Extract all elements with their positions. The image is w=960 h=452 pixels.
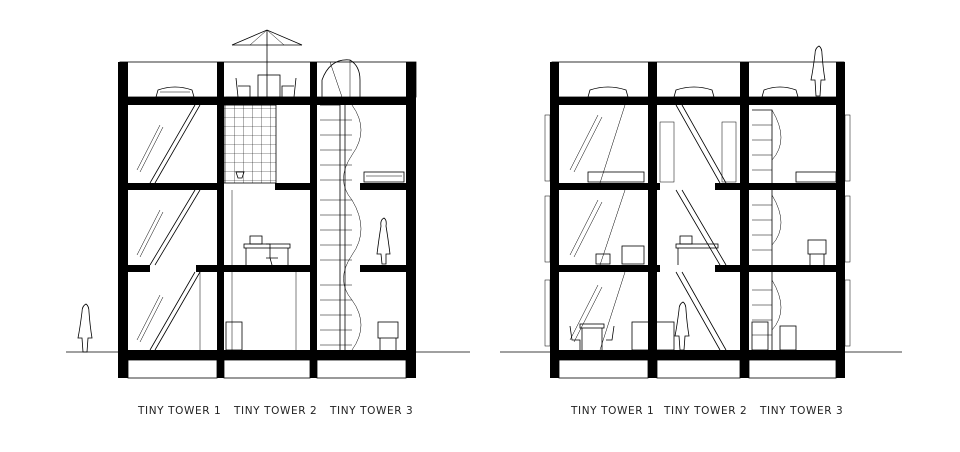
- tower-label-left-1: TINY TOWER 1: [138, 405, 222, 417]
- parasol-icon: [231, 29, 303, 98]
- wall: [217, 62, 224, 378]
- desk-icon: [675, 235, 719, 265]
- skylight-dome-icon: [587, 86, 629, 98]
- tower-label-right-1: TINY TOWER 1: [571, 405, 655, 417]
- grid-screen: [223, 104, 277, 184]
- section-left: [77, 29, 417, 379]
- skylight-dome-icon: [321, 59, 361, 97]
- chair-icon: [595, 245, 645, 265]
- skylight-dome-icon: [673, 86, 715, 98]
- wall: [118, 62, 128, 378]
- bed-icon: [587, 171, 645, 183]
- person-figure-icon: [810, 45, 826, 97]
- tower-label-left-3: TINY TOWER 3: [330, 405, 414, 417]
- skylight-dome-icon: [155, 86, 195, 98]
- tower-label-right-2: TINY TOWER 2: [664, 405, 748, 417]
- staircase-icon: [320, 104, 362, 351]
- chair-icon: [807, 239, 827, 265]
- lamp: [235, 171, 245, 179]
- wall: [406, 62, 416, 378]
- staircase-icon: [752, 109, 782, 350]
- chair-icon: [377, 321, 399, 350]
- tower-label-left-2: TINY TOWER 2: [234, 405, 318, 417]
- dining-table: [569, 323, 615, 350]
- chair-icon: [235, 77, 297, 98]
- staircase-icon: [136, 104, 201, 351]
- wall: [310, 62, 317, 378]
- tower-label-right-3: TINY TOWER 3: [760, 405, 844, 417]
- person-figure-icon: [674, 301, 690, 351]
- bed-icon: [363, 171, 405, 183]
- section-right: [544, 45, 851, 379]
- skylight-dome-icon: [761, 86, 799, 98]
- person-figure-icon: [77, 303, 93, 353]
- bed-icon: [795, 171, 837, 183]
- person-figure-icon: [376, 217, 391, 265]
- desk-icon: [243, 235, 291, 266]
- facade-glazing: [544, 114, 851, 347]
- staircase-icon: [675, 104, 727, 351]
